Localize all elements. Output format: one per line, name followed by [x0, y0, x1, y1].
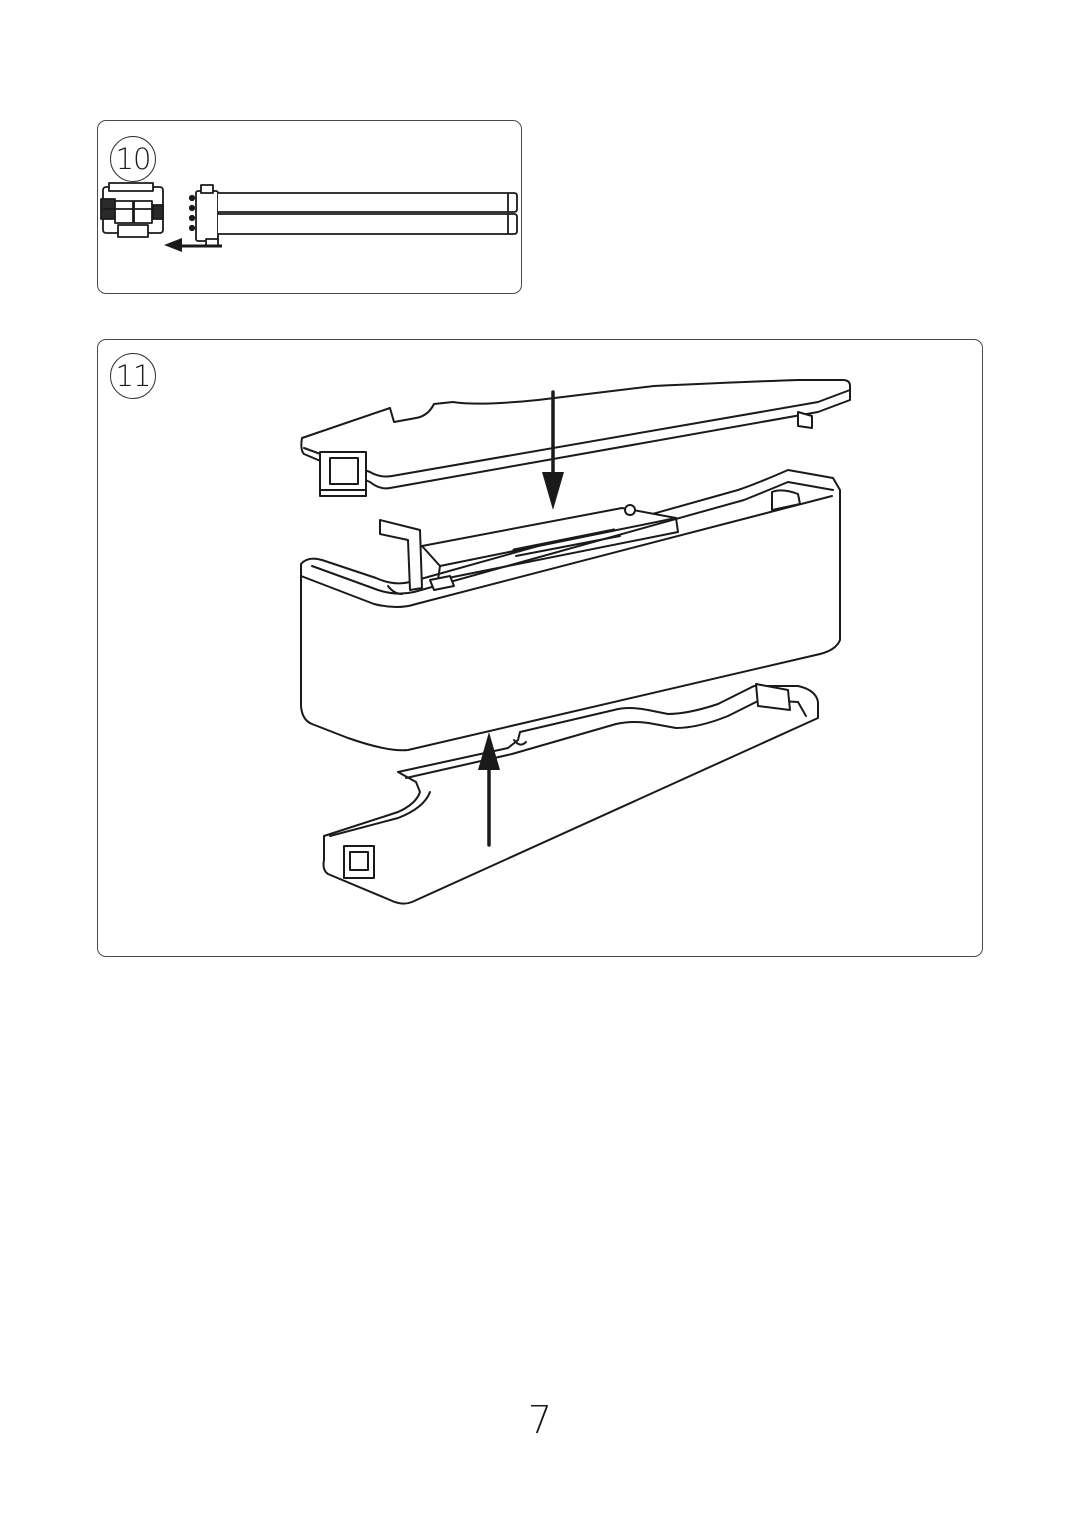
- up-arrow-icon: [478, 732, 500, 847]
- insert-arrow-icon: [164, 238, 222, 252]
- step-11-panel: 11: [97, 339, 983, 957]
- step-11-badge: 11: [110, 353, 156, 399]
- step-10-panel: 10: [97, 120, 522, 294]
- step-10-badge: 10: [110, 136, 156, 182]
- connector-part-icon: [100, 182, 164, 238]
- bottom-frame-icon: [322, 683, 819, 905]
- page-number: 7: [527, 1398, 553, 1442]
- housing-body-icon: [300, 469, 841, 752]
- top-cover-icon: [300, 379, 851, 497]
- lamp-tube-icon: [218, 192, 518, 235]
- step-10-illustration: [100, 182, 518, 252]
- step-11-illustration: [300, 379, 851, 905]
- down-arrow-icon: [542, 390, 564, 510]
